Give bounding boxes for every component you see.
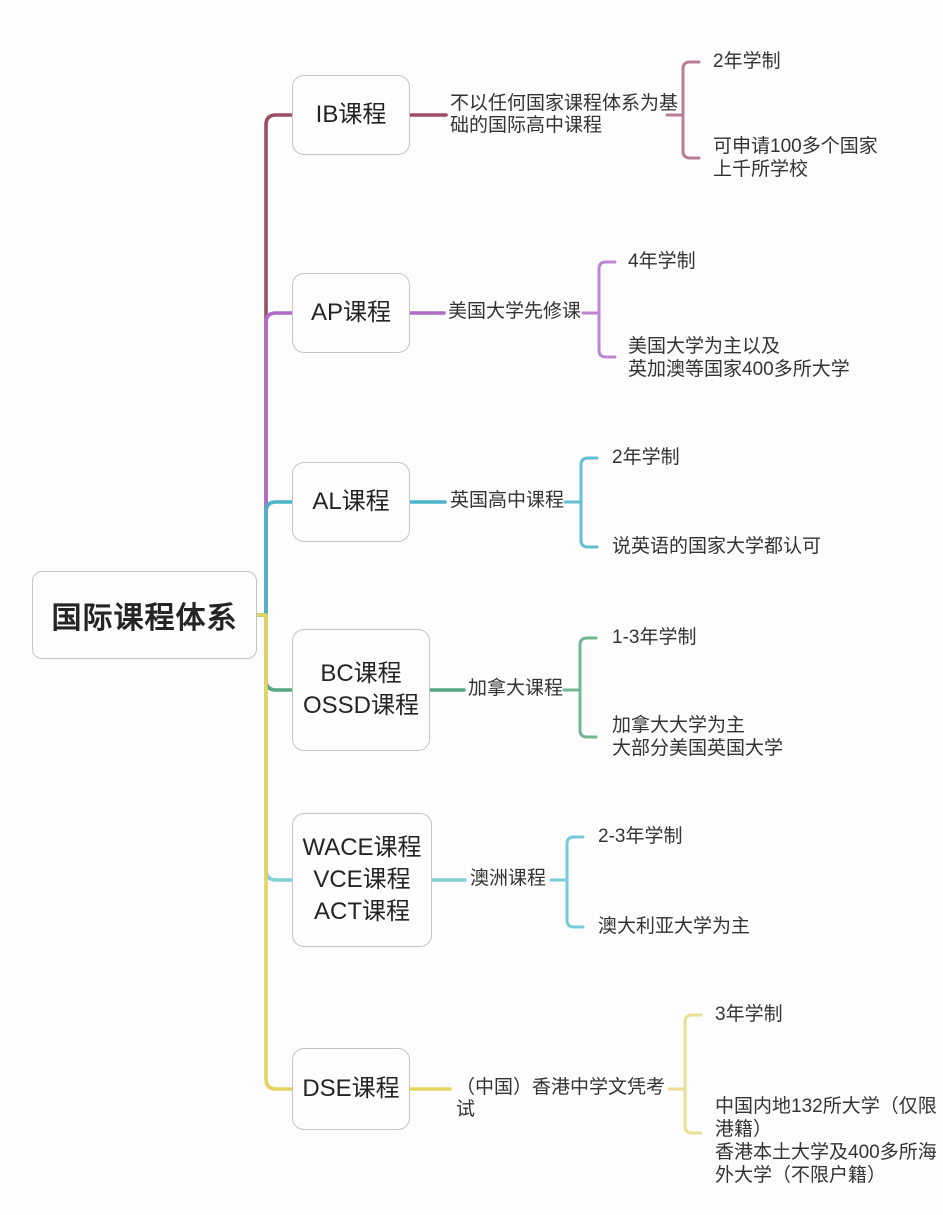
ap-branch-line (255, 311, 446, 617)
branch-node-ap-label: AP课程 (310, 298, 391, 326)
branch-desc-al: 英国高中课程 (450, 490, 565, 511)
leaf-bc-universities: 加拿大大学为主 大部分美国英国大学 (612, 715, 784, 759)
leaf-ap-universities: 美国大学为主以及 英加澳等国家400多所大学 (628, 336, 850, 380)
branch-desc-dse: （中国）香港中学文凭考试 (456, 1077, 666, 1120)
leaf-dse-universities: 中国内地132所大学（仅限 港籍） 香港本土大学及400多所海 外大学（不限户籍… (715, 1096, 937, 1186)
leaf-ib-duration: 2年学制 (713, 51, 781, 72)
bc-leaf-bracket (562, 636, 598, 739)
leaf-ap-duration: 4年学制 (628, 251, 696, 272)
ap-leaf-bracket (581, 260, 617, 359)
ib-branch-line (255, 113, 448, 617)
al-branch-line (255, 500, 447, 617)
branch-desc-ap: 美国大学先修课 (448, 301, 582, 322)
root-node: 国际课程体系 (32, 571, 257, 659)
branch-desc-ib: 不以任何国家课程体系为基 础的国际高中课程 (450, 93, 679, 136)
leaf-wace-universities: 澳大利亚大学为主 (598, 916, 751, 937)
leaf-al-duration: 2年学制 (612, 447, 680, 468)
al-leaf-bracket (563, 456, 599, 549)
branch-node-wace-vce-act: WACE课程 VCE课程 ACT课程 (292, 813, 432, 947)
branch-desc-bc-ossd: 加拿大课程 (468, 678, 564, 699)
leaf-bc-duration: 1-3年学制 (612, 627, 697, 648)
branch-node-wace-vce-act-label: WACE课程 VCE课程 ACT课程 (302, 833, 422, 926)
dse-leaf-bracket (667, 1013, 703, 1135)
branch-node-al: AL课程 (292, 462, 410, 542)
dse-branch-line (255, 613, 452, 1091)
branch-node-ib: IB课程 (292, 75, 410, 155)
root-node-label: 国际课程体系 (51, 602, 238, 635)
branch-node-ib-label: IB课程 (315, 100, 387, 128)
branch-node-bc-ossd: BC课程 OSSD课程 (292, 629, 430, 751)
branch-node-ap: AP课程 (292, 273, 410, 353)
leaf-dse-duration: 3年学制 (715, 1004, 783, 1025)
wace-leaf-bracket (549, 835, 585, 929)
ib-leaf-bracket (665, 60, 701, 160)
leaf-ib-universities: 可申请100多个国家 上千所学校 (713, 136, 878, 180)
leaf-wace-duration: 2-3年学制 (598, 826, 683, 847)
branch-node-dse-label: DSE课程 (302, 1074, 400, 1102)
branch-node-al-label: AL课程 (312, 487, 390, 515)
branch-desc-wace: 澳洲课程 (470, 868, 547, 889)
branch-node-dse: DSE课程 (292, 1048, 410, 1130)
branch-node-bc-ossd-label: BC课程 OSSD课程 (302, 659, 419, 719)
leaf-al-universities: 说英语的国家大学都认可 (612, 536, 822, 557)
